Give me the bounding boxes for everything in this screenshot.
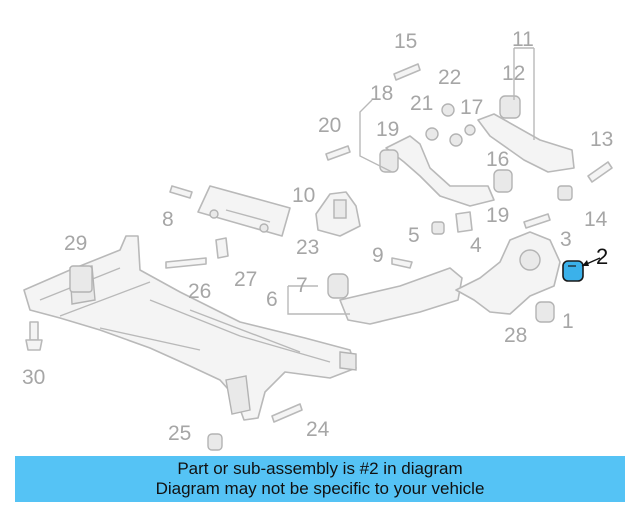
- nut-14: [557, 185, 573, 201]
- callout-19a: 19: [376, 118, 399, 141]
- banner-line-1: Part or sub-assembly is #2 in diagram: [177, 459, 463, 478]
- callout-2: 2: [596, 244, 608, 269]
- link-8: [169, 185, 193, 199]
- nut-25: [207, 433, 223, 451]
- callout-22: 22: [438, 66, 461, 89]
- callout-27: 27: [234, 268, 257, 291]
- callout-4: 4: [470, 234, 482, 257]
- bushing-28: [535, 301, 555, 323]
- info-banner: Part or sub-assembly is #2 in diagram Di…: [15, 456, 625, 502]
- callout-17: 17: [460, 96, 483, 119]
- lower-arm-6: [327, 267, 463, 325]
- upper-arm-18: [379, 135, 513, 207]
- callout-3: 3: [560, 228, 572, 251]
- callout-19b: 19: [486, 204, 509, 227]
- callout-6: 6: [266, 288, 278, 311]
- callout-13: 13: [590, 128, 613, 151]
- callout-10: 10: [292, 184, 315, 207]
- knuckle-1: [455, 231, 561, 315]
- small-parts: [425, 103, 476, 147]
- arm-11: [477, 95, 575, 173]
- plate-27: [215, 237, 229, 259]
- callout-14: 14: [584, 208, 608, 231]
- callout-12: 12: [502, 62, 525, 85]
- bolt-13: [587, 161, 613, 183]
- callout-30: 30: [22, 366, 45, 389]
- callout-25: 25: [168, 422, 191, 445]
- callout-5: 5: [408, 224, 420, 247]
- callout-29: 29: [64, 232, 87, 255]
- mount-10: [315, 191, 361, 237]
- callout-26: 26: [188, 280, 211, 303]
- callout-9: 9: [372, 244, 384, 267]
- bolt-3: [523, 213, 551, 229]
- callout-8: 8: [162, 208, 174, 231]
- highlighted-bushing-2: [562, 257, 601, 282]
- bracket-23: [197, 185, 291, 237]
- bolt-24: [271, 403, 303, 423]
- callout-1: 1: [562, 310, 574, 333]
- callout-18: 18: [370, 82, 393, 105]
- bolt-9: [391, 257, 413, 269]
- callout-23: 23: [296, 236, 319, 259]
- leader-lines: [287, 47, 535, 315]
- callout-16: 16: [486, 148, 509, 171]
- nut-5: [431, 221, 445, 235]
- callout-24: 24: [306, 418, 330, 441]
- bolt-30: [25, 321, 43, 351]
- callout-28: 28: [504, 324, 527, 347]
- banner-line-2: Diagram may not be specific to your vehi…: [155, 479, 485, 498]
- callout-15: 15: [394, 30, 417, 53]
- callout-11: 11: [512, 28, 534, 51]
- bolt-15: [393, 63, 421, 81]
- callout-21: 21: [410, 92, 433, 115]
- callout-7: 7: [296, 274, 308, 297]
- bolt-26: [165, 257, 207, 269]
- bracket-4: [455, 211, 473, 233]
- mount-29: [69, 265, 93, 293]
- bolt-20: [325, 145, 351, 161]
- callout-20: 20: [318, 114, 341, 137]
